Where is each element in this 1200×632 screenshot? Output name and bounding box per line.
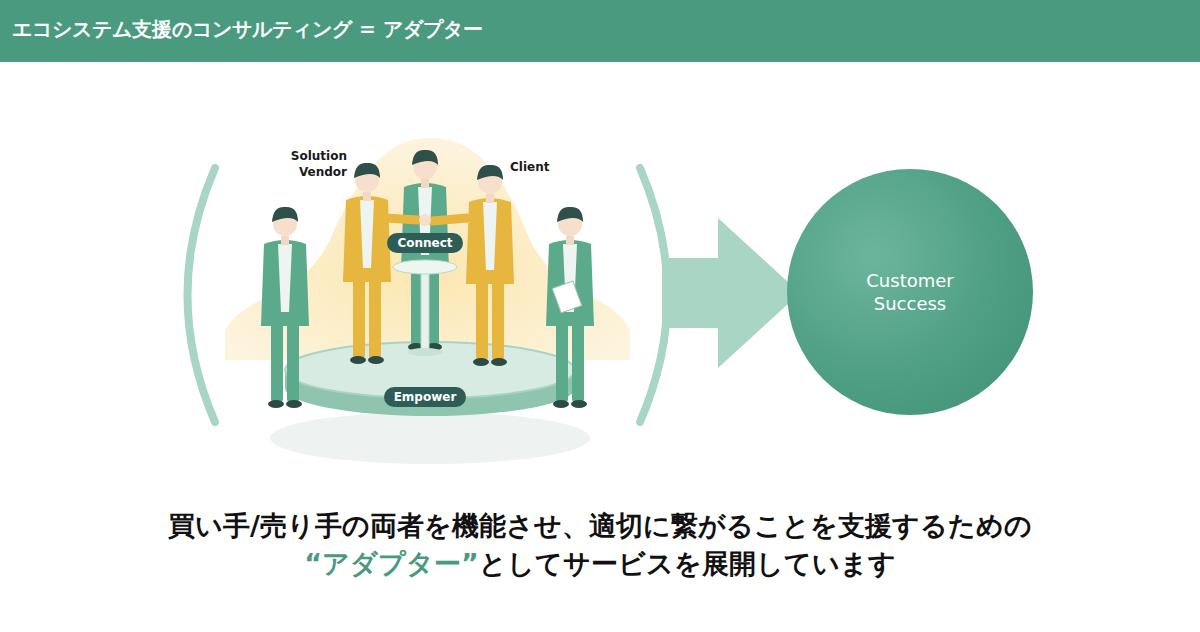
label-pill: Connect [387,233,462,253]
title-bar [0,0,1200,62]
block-arrow [662,218,800,368]
table-top [393,260,457,274]
node-text: Connect [397,236,452,250]
table-stem [421,268,429,350]
person-left [261,207,309,408]
result-circle: Customer Success [787,169,1033,415]
shadow [270,412,590,464]
bracket-left [188,168,216,422]
node-text: Empower [394,390,457,404]
role-label: Solution Vendor [277,148,347,180]
table-base [407,348,443,356]
paper [552,281,582,313]
node-text: Customer Success [840,269,980,316]
caption-text: 買い手/売り手の両者を機能させ、適切に繋がることを支援するための [168,508,1032,543]
title: エコシステム支援のコンサルティング = アダプター [12,0,483,58]
person-client [466,165,514,366]
caption-text: としてサービスを展開しています [479,546,896,581]
person-vendor [343,163,391,364]
role-label: Client [510,159,549,175]
hands [419,214,431,226]
person-right [546,207,594,408]
label-pill: Empower [384,387,467,407]
caption-text: “アダプター” [304,546,479,581]
